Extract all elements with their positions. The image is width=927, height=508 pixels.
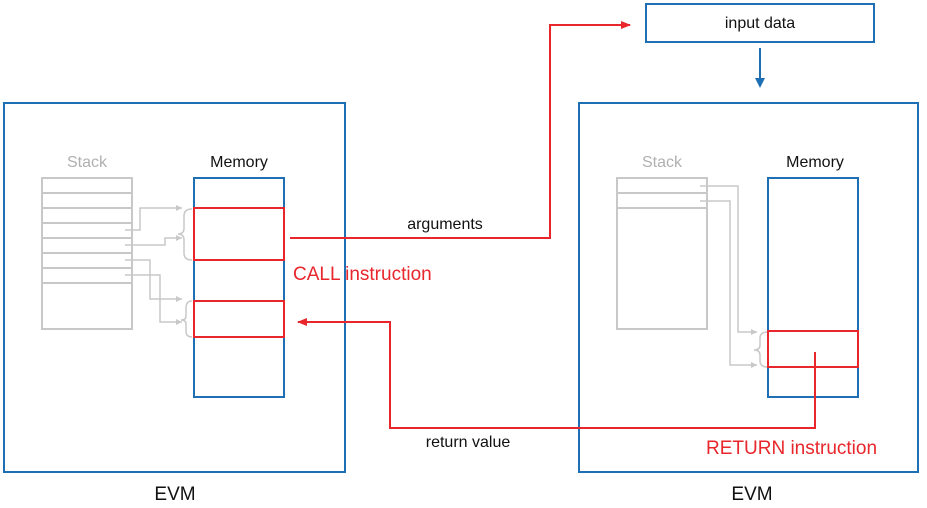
- arguments-label: arguments: [407, 216, 483, 233]
- input-data-node: input data: [645, 3, 875, 43]
- evm-right: EVM Stack Memory: [578, 102, 919, 505]
- evm-left-stack-label: Stack: [67, 154, 108, 171]
- return-value-label: return value: [426, 434, 511, 451]
- evm-right-stack-pointers: [700, 185, 769, 368]
- evm-left-memory-args-region: [193, 207, 285, 261]
- return-value-arrow: [297, 318, 816, 429]
- evm-left-caption: EVM: [154, 484, 195, 505]
- evm-right-memory-return-region: [767, 330, 859, 368]
- call-instruction-label: CALL instruction: [293, 264, 432, 285]
- evm-right-frame: [578, 102, 919, 473]
- evm-left-memory: [193, 177, 285, 398]
- evm-left-memory-label: Memory: [210, 154, 268, 171]
- arguments-arrow: [290, 21, 631, 239]
- evm-right-caption: EVM: [731, 484, 772, 505]
- evm-right-memory: [767, 177, 859, 398]
- evm-left-memory-return-region: [193, 300, 285, 338]
- evm-left: EVM Stack Memory: [3, 102, 346, 505]
- evm-left-stack: [41, 177, 133, 330]
- return-instruction-label: RETURN instruction: [706, 438, 877, 459]
- evm-left-frame: [3, 102, 346, 473]
- input-data-label: input data: [725, 15, 795, 32]
- evm-left-stack-pointers: [125, 205, 193, 338]
- evm-right-stack: [616, 177, 708, 330]
- input-to-evm-arrow: [755, 48, 765, 88]
- evm-right-stack-label: Stack: [642, 154, 683, 171]
- evm-right-memory-label: Memory: [786, 154, 844, 171]
